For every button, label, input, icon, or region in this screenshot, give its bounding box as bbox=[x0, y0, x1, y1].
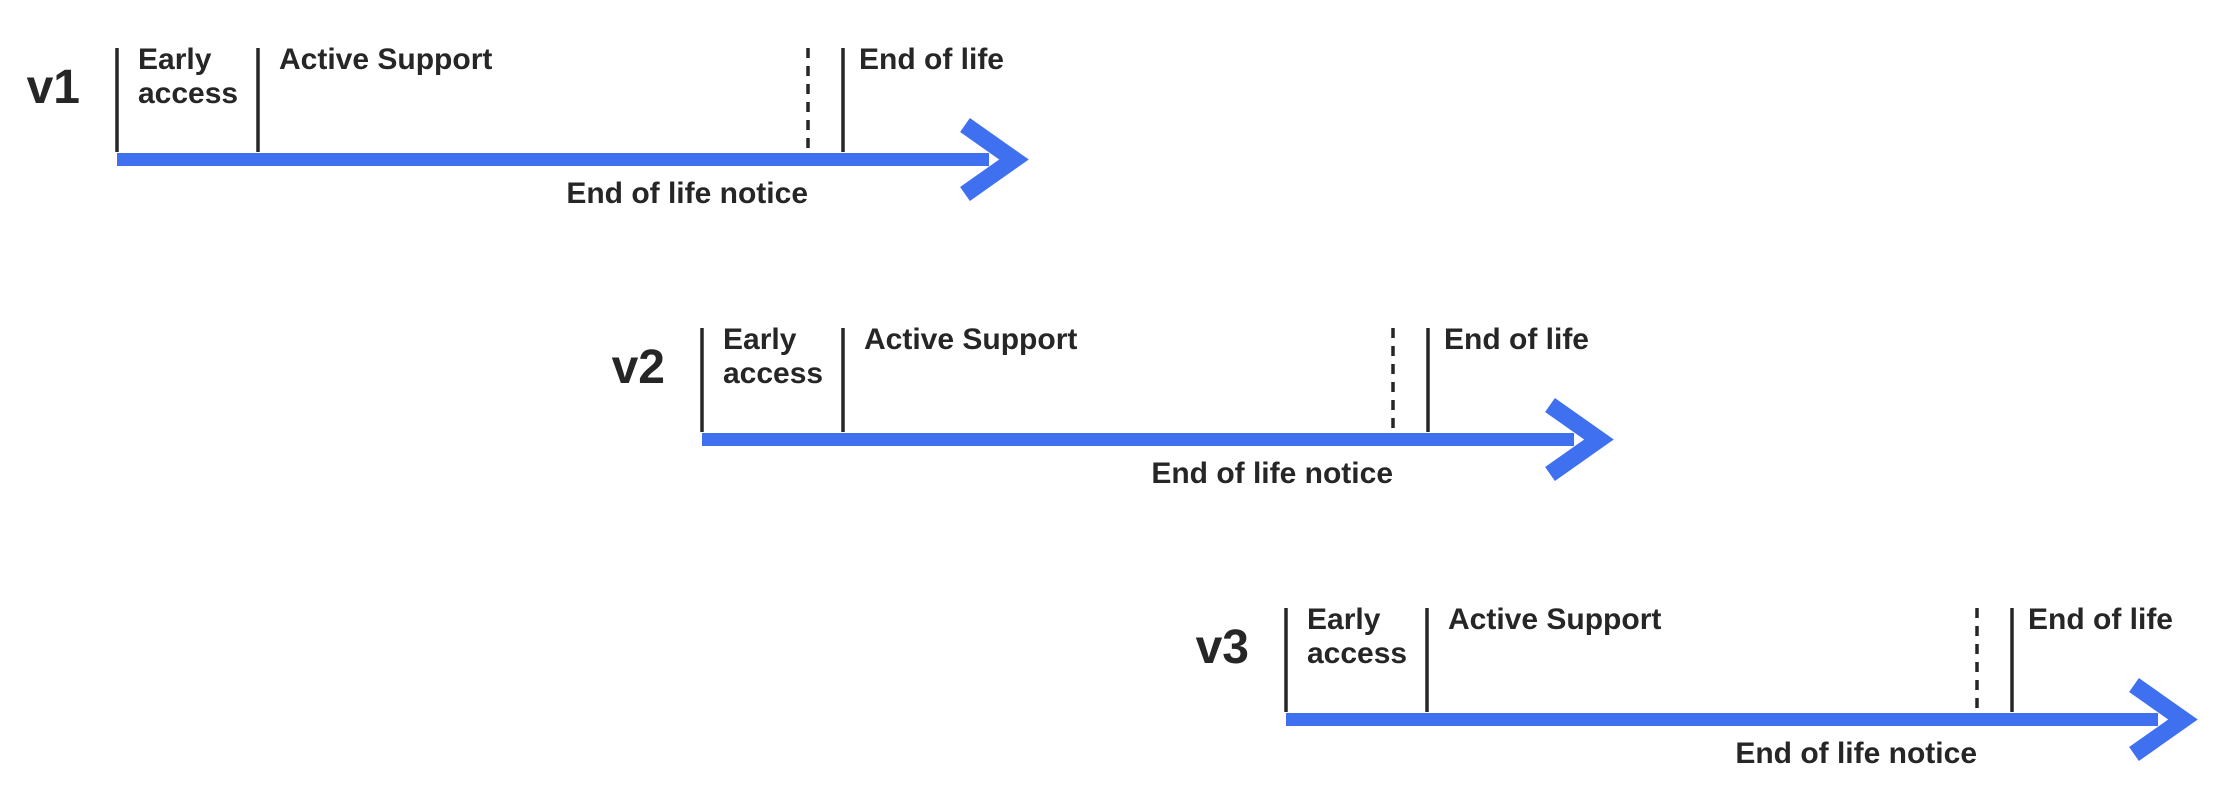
timeline-graphic bbox=[115, 48, 1029, 201]
active-support-label: Active Support bbox=[1448, 603, 1662, 636]
arrow-head-icon bbox=[960, 118, 1029, 201]
early-access-label: Early access bbox=[1307, 603, 1408, 670]
early-access-label: Early access bbox=[723, 323, 824, 390]
version-label: v1 bbox=[26, 61, 80, 114]
early-access-label: Early access bbox=[138, 43, 239, 110]
end-of-life-label: End of life bbox=[859, 43, 1004, 76]
end-of-life-notice-label: End of life notice bbox=[566, 177, 808, 210]
end-of-life-label: End of life bbox=[2028, 603, 2173, 636]
arrow-head-icon bbox=[1545, 398, 1614, 481]
arrow-head-icon bbox=[2129, 678, 2198, 761]
end-of-life-label: End of life bbox=[1444, 323, 1589, 356]
version-label: v2 bbox=[611, 341, 665, 394]
timeline-graphic bbox=[1284, 608, 2198, 761]
timeline-graphic bbox=[700, 328, 1614, 481]
active-support-label: Active Support bbox=[279, 43, 493, 76]
end-of-life-notice-label: End of life notice bbox=[1151, 457, 1393, 490]
version-label: v3 bbox=[1195, 621, 1249, 674]
timeline-v2: v2 Early access Active Support End of li… bbox=[552, 298, 1692, 513]
active-support-label: Active Support bbox=[864, 323, 1078, 356]
timeline-v1: v1 Early access Active Support End of li… bbox=[0, 18, 1107, 233]
end-of-life-notice-label: End of life notice bbox=[1735, 737, 1977, 770]
timeline-v3: v3 Early access Active Support End of li… bbox=[1136, 578, 2228, 793]
